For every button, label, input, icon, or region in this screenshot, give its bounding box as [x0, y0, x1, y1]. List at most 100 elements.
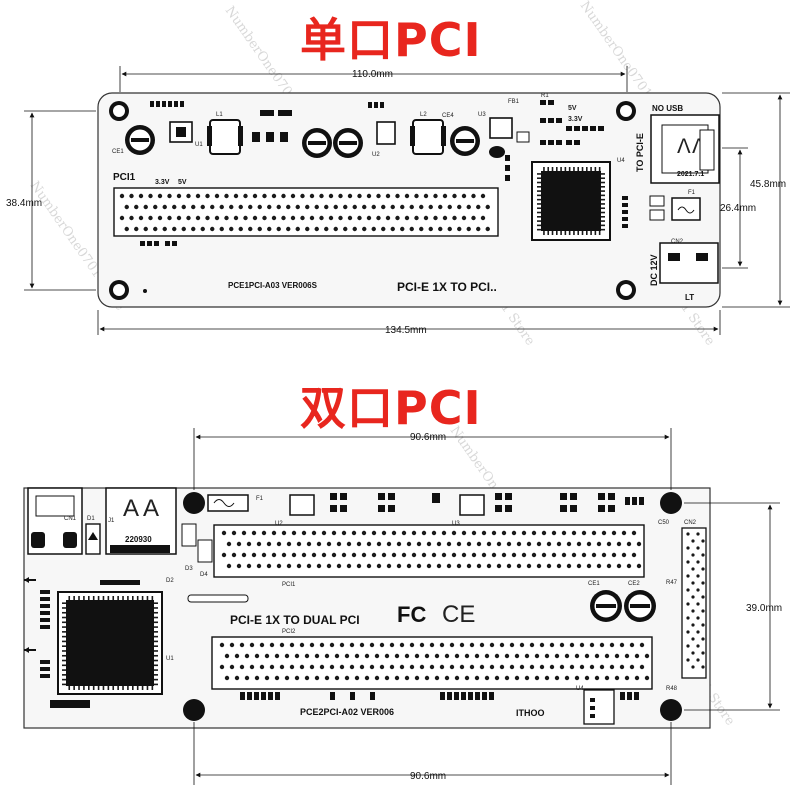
pin [390, 226, 395, 232]
pin [428, 204, 433, 210]
pin [134, 204, 139, 210]
pin [129, 193, 134, 199]
pin [701, 595, 705, 599]
pin [254, 653, 260, 659]
pin [381, 552, 387, 558]
pin [529, 664, 535, 670]
chip-pin [62, 640, 66, 643]
pin [243, 193, 248, 199]
svg-text:220930: 220930 [125, 535, 152, 544]
pin [461, 552, 467, 558]
capacitor-ce4 [450, 126, 480, 156]
pin [316, 563, 322, 569]
svg-text:PCI2: PCI2 [282, 629, 296, 635]
pin [438, 204, 443, 210]
pin [162, 226, 167, 232]
pin [274, 653, 280, 659]
pin [594, 675, 600, 681]
pin [333, 204, 338, 210]
pin [224, 675, 230, 681]
pin [389, 642, 395, 648]
svg-text:D2: D2 [166, 578, 174, 584]
pin [205, 193, 210, 199]
pin [286, 563, 292, 569]
ce-logo: CE [442, 601, 475, 628]
pin [409, 204, 414, 210]
chip-pin [590, 167, 592, 171]
pin [446, 563, 452, 569]
pin [629, 642, 635, 648]
pin [186, 193, 191, 199]
pin [524, 675, 530, 681]
chip-pin [543, 167, 545, 171]
pin [338, 215, 343, 221]
single-dim-right-inner: 26.4mm [720, 203, 756, 214]
chip-pin [577, 231, 580, 235]
pin [696, 546, 700, 550]
pin [157, 215, 163, 221]
pin [433, 193, 438, 199]
pin [200, 204, 205, 210]
chip-pin [598, 167, 601, 171]
pin [474, 653, 480, 659]
svg-text:C50: C50 [658, 520, 670, 526]
pin [514, 653, 520, 659]
pin [324, 653, 330, 659]
pci-slot-2-pins [219, 642, 650, 681]
pin [229, 226, 234, 232]
pin [639, 642, 645, 648]
pin [326, 563, 332, 569]
pin [556, 541, 562, 547]
pin [521, 552, 527, 558]
single-description-label: PCI-E 1X TO PCI.. [397, 280, 497, 294]
pin [172, 204, 177, 210]
pin [701, 651, 705, 655]
pin [433, 215, 438, 221]
chip-pin [62, 631, 66, 633]
pin [269, 664, 275, 670]
pin [281, 193, 286, 199]
dual-model-label: PCE2PCI-A02 VER006 [300, 707, 394, 717]
svg-text:R47: R47 [666, 580, 678, 586]
pin [691, 623, 695, 627]
pin [344, 653, 350, 659]
pin [631, 530, 637, 536]
pin [461, 193, 467, 199]
pin [691, 539, 695, 543]
pin [464, 675, 470, 681]
pin [119, 193, 125, 199]
pin [411, 530, 417, 536]
pin [284, 653, 290, 659]
pin [311, 552, 317, 558]
chip-u4-pins [537, 167, 605, 235]
pin [491, 552, 497, 558]
pin [551, 552, 557, 558]
pin [551, 530, 557, 536]
chip-pin [601, 186, 605, 188]
pin [701, 665, 705, 669]
svg-text:CN2: CN2 [684, 520, 697, 526]
pin [134, 226, 139, 232]
pin [439, 642, 445, 648]
pin [271, 530, 277, 536]
pin [314, 226, 319, 232]
chip-pin [107, 686, 110, 690]
pin [481, 552, 487, 558]
svg-text:L1: L1 [216, 112, 223, 118]
chip-pin [586, 167, 588, 171]
pci-slot-pins [119, 193, 490, 232]
pin [631, 552, 637, 558]
pin [636, 563, 642, 569]
pin [594, 653, 600, 659]
pin [356, 541, 362, 547]
pin [404, 215, 410, 221]
chip-pin [556, 167, 558, 171]
chip-pin [62, 683, 66, 686]
pin [359, 642, 365, 648]
cn1-connector [27, 487, 83, 555]
pin [479, 664, 485, 670]
pin [691, 581, 695, 585]
pin [701, 539, 705, 543]
chip-pin [601, 177, 605, 180]
pin [354, 675, 360, 681]
